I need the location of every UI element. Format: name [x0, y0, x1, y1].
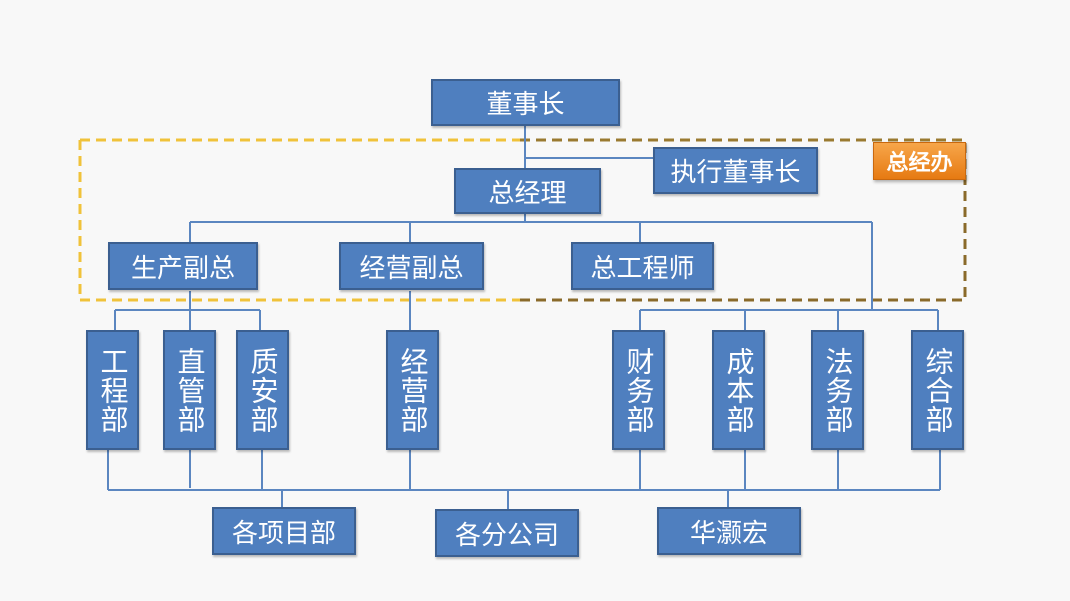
dept-quality-safety-node: 质安部: [236, 330, 289, 450]
unit-huahaohong-node: 华灏宏: [657, 507, 801, 555]
dept-operations-label: 经营部: [396, 346, 430, 434]
dept-finance-label: 财务部: [622, 346, 656, 434]
dept-direct-management-node: 直管部: [163, 330, 216, 450]
dept-legal-label: 法务部: [821, 346, 855, 434]
unit-branches-node: 各分公司: [435, 509, 579, 557]
unit-projects-label: 各项目部: [231, 518, 336, 549]
executive-chairman-label: 执行董事长: [670, 158, 801, 188]
executive-chairman-node: 执行董事长: [653, 147, 818, 194]
dept-direct-management-label: 直管部: [173, 346, 207, 434]
vp-operations-label: 经营副总: [359, 253, 464, 284]
vp-operations-node: 经营副总: [339, 242, 484, 290]
general-manager-node: 总经理: [454, 168, 601, 214]
chief-engineer-label: 总工程师: [590, 253, 695, 284]
chairman-node: 董事长: [431, 79, 620, 126]
dept-general-node: 综合部: [911, 330, 964, 450]
unit-projects-node: 各项目部: [212, 507, 356, 555]
dept-cost-label: 成本部: [722, 346, 756, 434]
dept-finance-node: 财务部: [612, 330, 665, 450]
dept-engineering-label: 工程部: [96, 346, 130, 434]
unit-huahaohong-label: 华灏宏: [689, 518, 768, 549]
general-office-boundary: [78, 138, 967, 302]
dept-operations-node: 经营部: [386, 330, 439, 450]
chief-engineer-node: 总工程师: [571, 242, 714, 290]
general-office-label: 总经办: [886, 151, 953, 176]
unit-branches-label: 各分公司: [454, 520, 559, 551]
vp-production-label: 生产副总: [130, 253, 235, 284]
general-office-tag: 总经办: [873, 142, 966, 180]
vp-production-node: 生产副总: [108, 242, 258, 290]
dept-legal-node: 法务部: [811, 330, 864, 450]
dept-quality-safety-label: 质安部: [246, 346, 280, 434]
chairman-label: 董事长: [486, 90, 565, 120]
dept-engineering-node: 工程部: [86, 330, 139, 450]
dept-cost-node: 成本部: [712, 330, 765, 450]
general-manager-label: 总经理: [488, 178, 567, 209]
dept-general-label: 综合部: [921, 346, 955, 434]
